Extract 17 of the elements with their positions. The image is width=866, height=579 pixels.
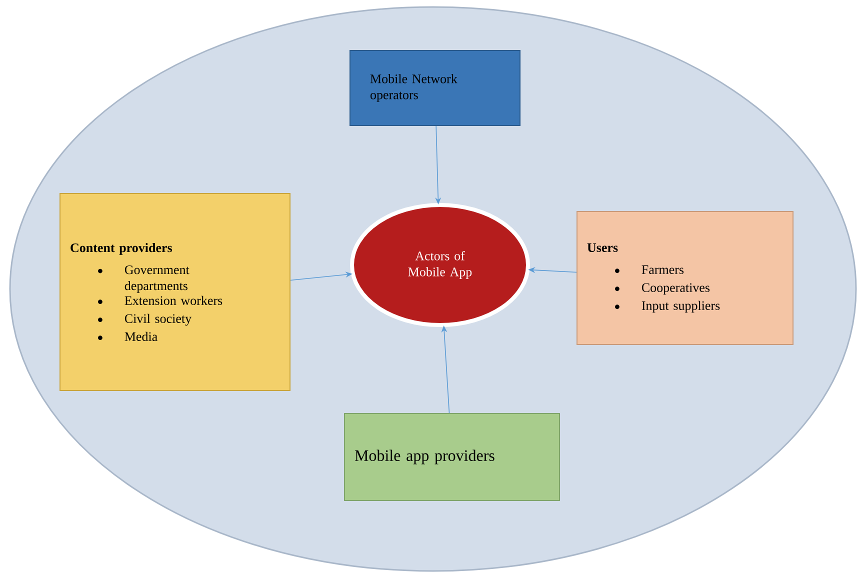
list-item: Input suppliers [642,300,720,313]
actor-box [60,193,290,391]
list-item: Cooperatives [642,283,710,295]
box-label: Mobile app providers [354,450,494,464]
box-heading: Users [587,243,618,252]
list-item: Media [124,332,158,341]
actor-box [576,211,794,345]
box-heading: Content providers [70,243,172,255]
list-item: Extension workers [124,296,222,305]
box-label: Actors of Mobile App [408,251,472,279]
actor-box [344,413,560,501]
box-label: Mobile Network operators [370,74,458,102]
list-item: Government departments [124,265,190,293]
actor-ellipse [350,203,530,327]
actor-box [350,50,520,126]
list-item: Civil society [124,314,192,326]
list-item: Farmers [642,265,684,274]
